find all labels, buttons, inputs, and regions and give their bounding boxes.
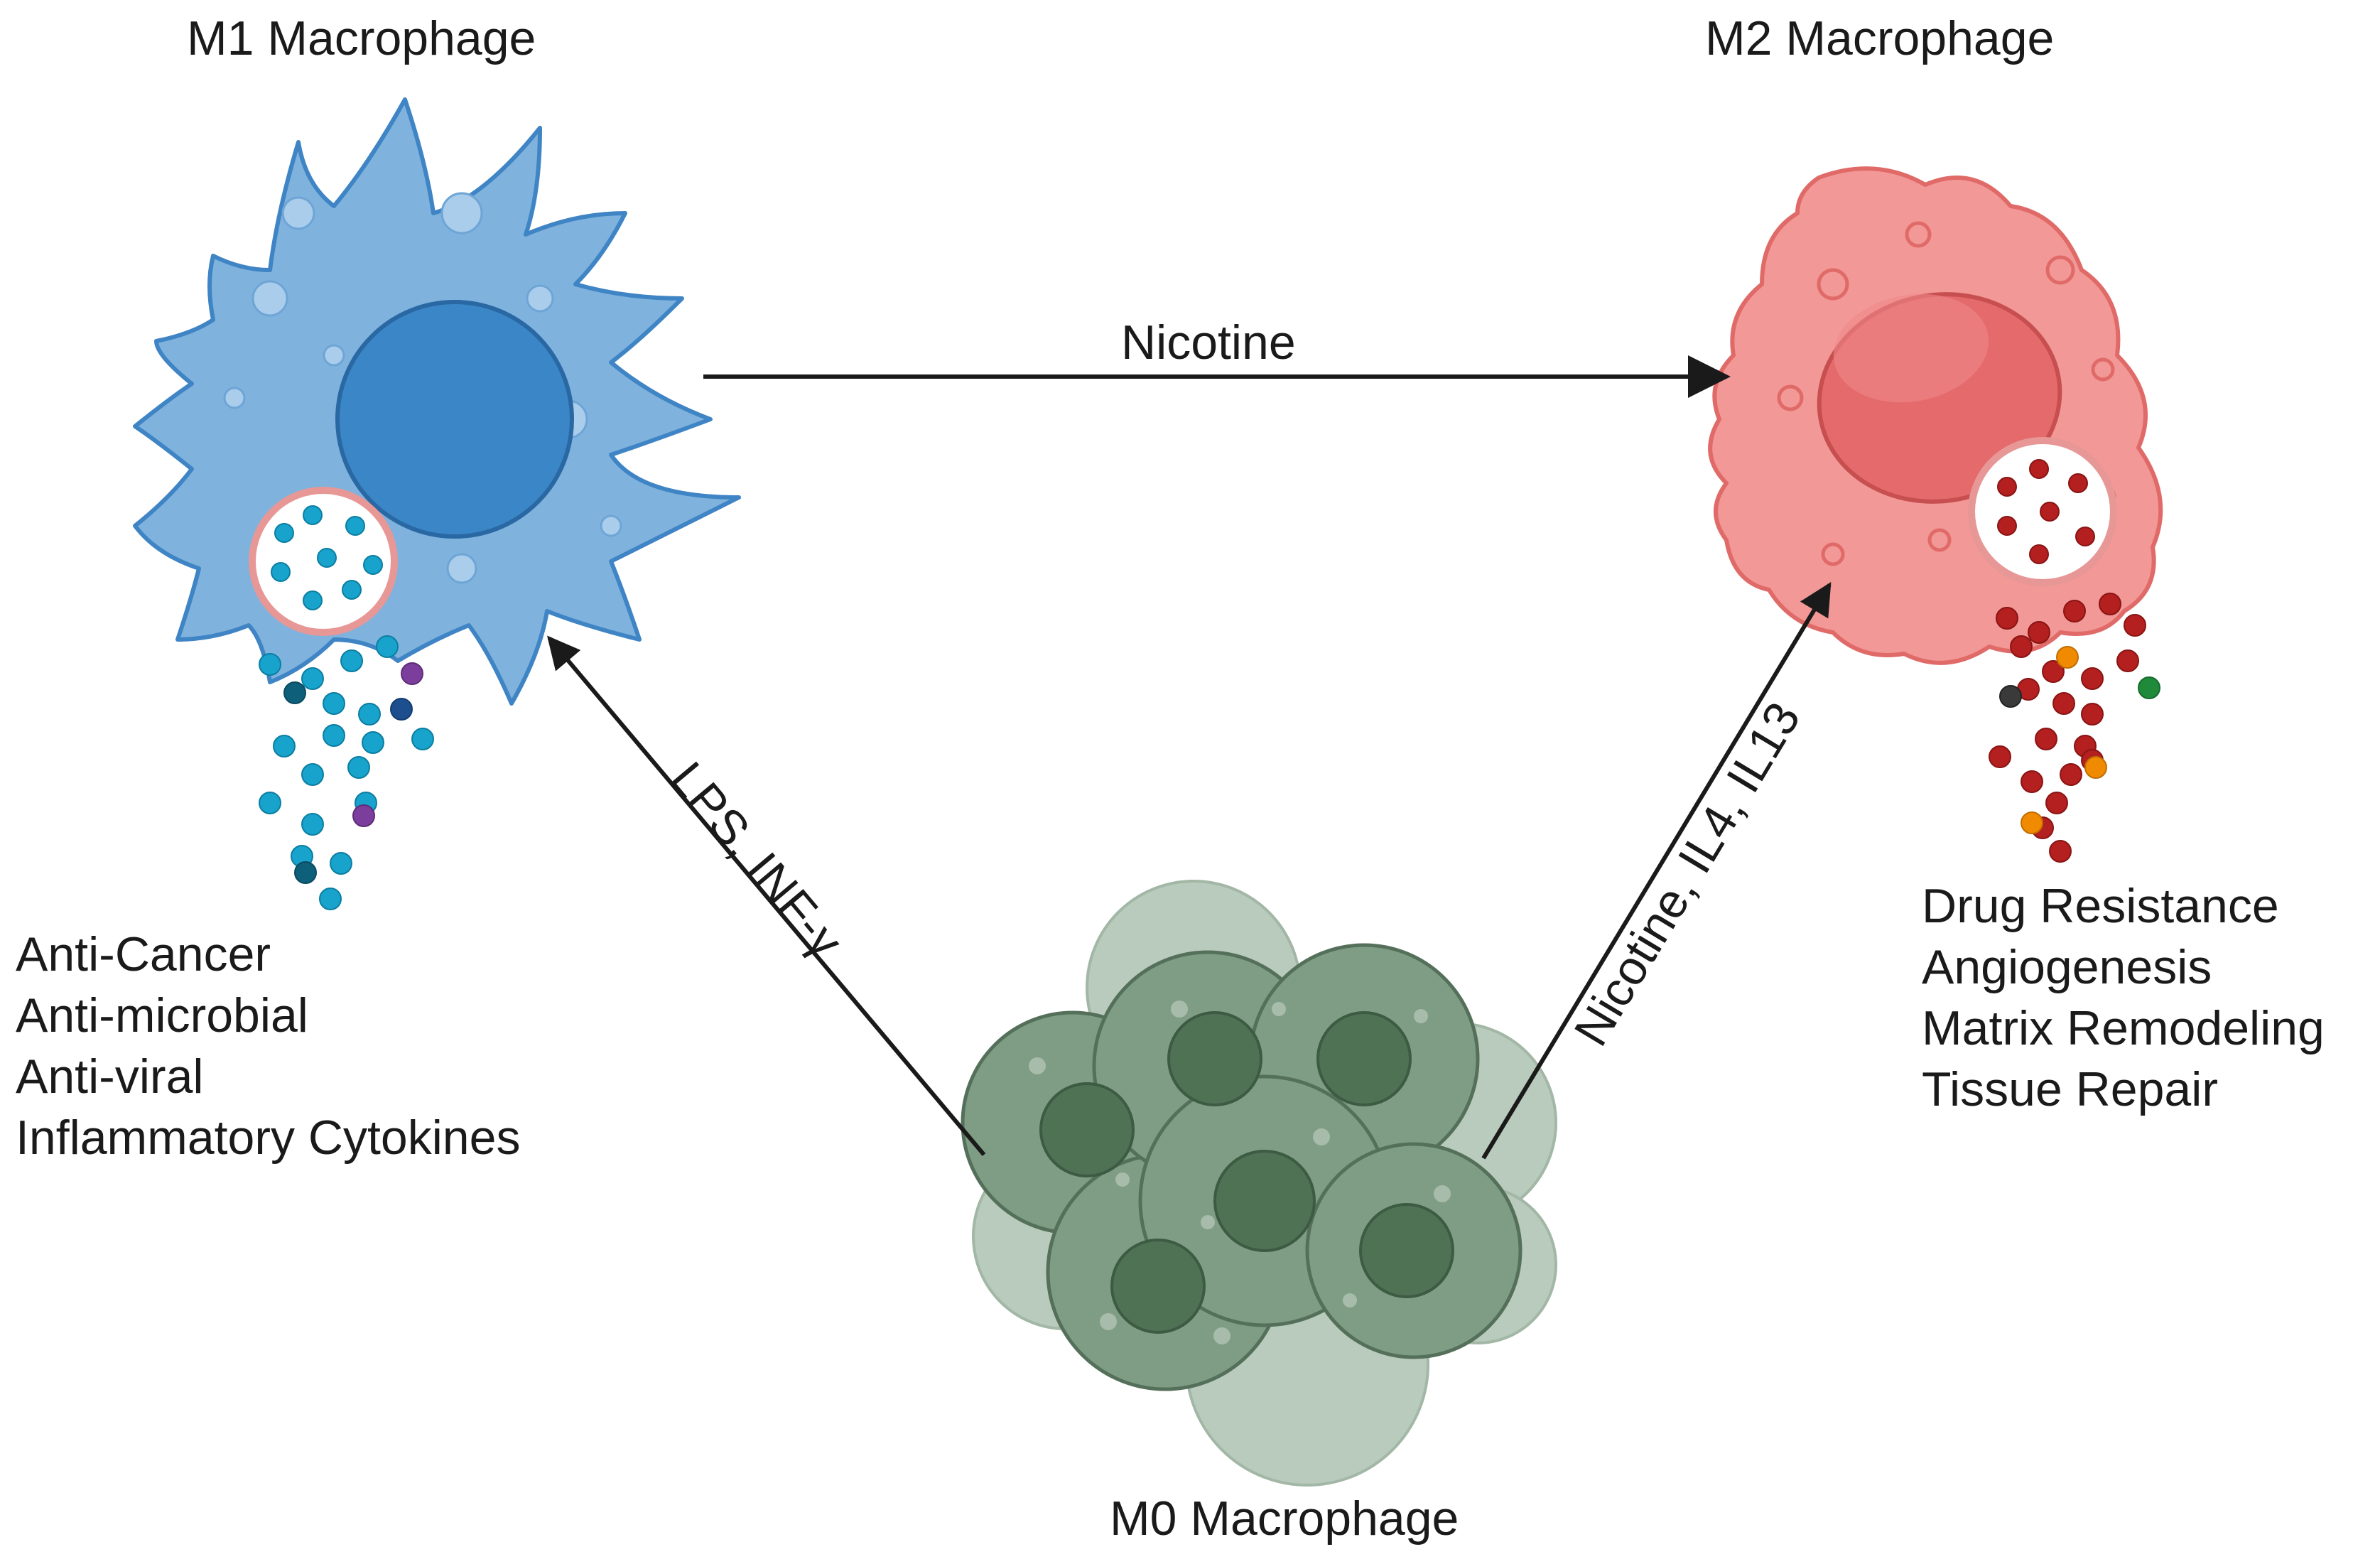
m2-function-item: Drug Resistance (1922, 879, 2279, 933)
m2-function-item: Tissue Repair (1922, 1062, 2218, 1116)
m2-function-item: Matrix Remodeling (1922, 1001, 2325, 1055)
m0-macrophage-cluster (961, 880, 1557, 1487)
m0-title: M0 Macrophage (1110, 1492, 1459, 1546)
m1-secreted-cytokines (259, 635, 434, 910)
edge-label-m1-to-m2: Nicotine (1121, 316, 1296, 370)
m2-title: M2 Macrophage (1705, 11, 2055, 65)
m1-macrophage-cell (133, 97, 741, 910)
m1-title: M1 Macrophage (187, 11, 536, 65)
m1-function-item: Anti-viral (16, 1050, 204, 1104)
m1-vacuoles (223, 192, 622, 584)
m2-nucleus-highlight (1833, 293, 1989, 403)
m2-vacuoles (1777, 221, 2116, 566)
m2-vesicle-granules (1997, 459, 2095, 564)
m1-function-item: Anti-microbial (16, 988, 308, 1042)
m1-function-item: Inflammatory Cytokines (16, 1111, 521, 1165)
m1-vesicle-granules (271, 505, 383, 610)
arrow-m0-to-m1 (547, 635, 986, 1156)
m2-macrophage-cell (1708, 166, 2163, 863)
m1-nucleus (335, 300, 574, 539)
m1-function-item: Anti-Cancer (16, 927, 271, 981)
m2-functions-list: Drug Resistance Angiogenesis Matrix Remo… (1922, 875, 2325, 1120)
m1-functions-list: Anti-Cancer Anti-microbial Anti-viral In… (16, 924, 520, 1168)
m0-vacuoles (1029, 1001, 1451, 1344)
m2-secreted-factors (1989, 593, 2160, 863)
m2-function-item: Angiogenesis (1922, 940, 2212, 994)
arrow-m0-to-m2 (1481, 582, 1832, 1160)
